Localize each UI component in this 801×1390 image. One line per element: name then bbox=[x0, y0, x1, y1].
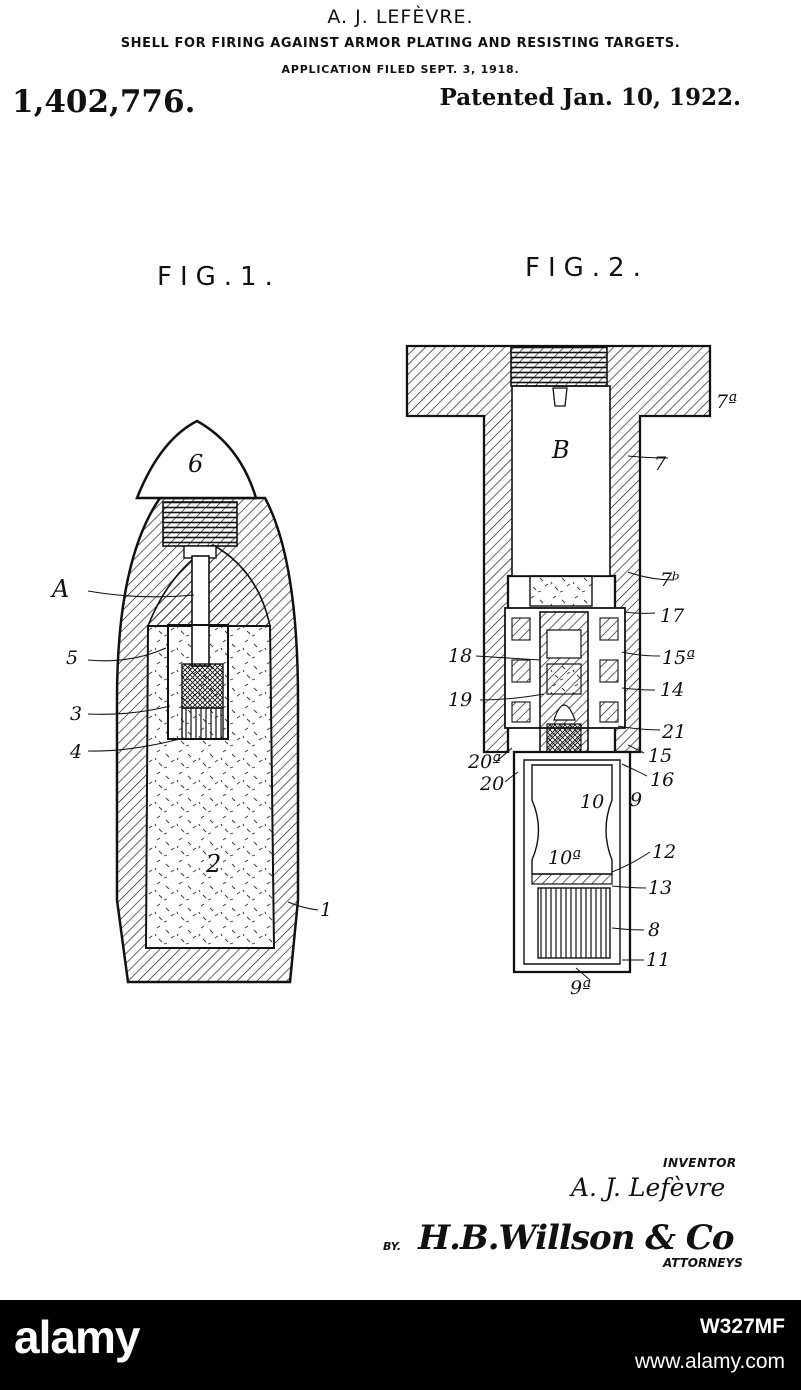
ref-7: 7 bbox=[654, 453, 667, 475]
ref-18: 18 bbox=[448, 645, 472, 667]
ref-13: 13 bbox=[648, 877, 672, 899]
fig2-bore bbox=[511, 385, 611, 577]
ref-6: 6 bbox=[188, 450, 203, 478]
ref-9a: 9ª bbox=[570, 977, 591, 999]
ref-A-fig1: A bbox=[50, 575, 69, 603]
by-label: BY. bbox=[383, 1240, 402, 1253]
attorneys-label: ATTORNEYS bbox=[663, 1256, 743, 1270]
patent-title: SHELL FOR FIRING AGAINST ARMOR PLATING A… bbox=[120, 36, 681, 51]
fig2-label: FIG.2. bbox=[525, 253, 649, 283]
fig2-detonator bbox=[546, 723, 582, 755]
ref-3: 3 bbox=[70, 703, 82, 725]
ref-21: 21 bbox=[661, 721, 686, 743]
application-filed: APPLICATION FILED SEPT. 3, 1918. bbox=[281, 63, 520, 76]
fig2-cartridge-shell bbox=[523, 759, 621, 965]
fig1-striker bbox=[191, 555, 210, 667]
ref-15: 15 bbox=[648, 745, 672, 767]
ref-9: 9 bbox=[630, 789, 642, 811]
fig2-inner-sleeve bbox=[529, 575, 593, 607]
ref-8: 8 bbox=[648, 919, 660, 941]
ref-17: 17 bbox=[660, 605, 685, 627]
fig1-primer bbox=[181, 707, 224, 740]
fig1-label: FIG.1. bbox=[157, 262, 281, 292]
attorney-signature: H.B.Willson & Co bbox=[418, 1218, 735, 1258]
ref-1: 1 bbox=[320, 899, 332, 921]
fig2-threaded-cap bbox=[510, 345, 608, 387]
ref-7a: 7ª bbox=[716, 391, 737, 413]
ref-12: 12 bbox=[652, 841, 676, 863]
fig1-nose-cap bbox=[135, 419, 258, 500]
ref-14: 14 bbox=[660, 679, 684, 701]
ref-7b: 7ᵇ bbox=[660, 569, 680, 591]
ref-10: 10 bbox=[580, 791, 604, 813]
inventor-name-heading: A. J. LEFÈVRE. bbox=[327, 6, 474, 28]
ref-10a: 10ª bbox=[548, 847, 581, 869]
fig2-firing-pin bbox=[552, 387, 568, 407]
fig1-threaded-plug bbox=[162, 501, 238, 547]
fig1-shell-drawing bbox=[87, 419, 319, 984]
ref-15a: 15ª bbox=[662, 647, 695, 669]
inventor-signature: A. J. Lefèvre bbox=[571, 1173, 726, 1202]
fig1-detonator bbox=[181, 663, 224, 709]
ref-20: 20 bbox=[479, 773, 504, 795]
patent-drawings: 6 A 5 3 4 2 1 bbox=[50, 344, 737, 999]
watermark-url: www.alamy.com bbox=[634, 1350, 785, 1373]
inventor-label: INVENTOR bbox=[663, 1156, 737, 1170]
ref-11: 11 bbox=[646, 949, 670, 971]
patent-date: Patented Jan. 10, 1922. bbox=[439, 84, 741, 111]
patent-number: 1,402,776. bbox=[12, 84, 196, 120]
watermark-logo: alamy bbox=[14, 1311, 140, 1363]
ref-16: 16 bbox=[650, 769, 674, 791]
ref-4: 4 bbox=[69, 741, 82, 763]
fig2-charge-cylinder bbox=[537, 887, 611, 959]
ref-B: B bbox=[551, 436, 570, 464]
ref-5: 5 bbox=[66, 647, 78, 669]
fig2-disc bbox=[531, 873, 613, 885]
ref-19: 19 bbox=[448, 689, 472, 711]
watermark-image-id: W327MF bbox=[699, 1315, 785, 1338]
ref-20a: 20ª bbox=[467, 751, 501, 773]
watermark-bar bbox=[0, 1300, 801, 1390]
fig2-fuse-drawing bbox=[405, 344, 712, 981]
ref-2: 2 bbox=[205, 850, 221, 878]
